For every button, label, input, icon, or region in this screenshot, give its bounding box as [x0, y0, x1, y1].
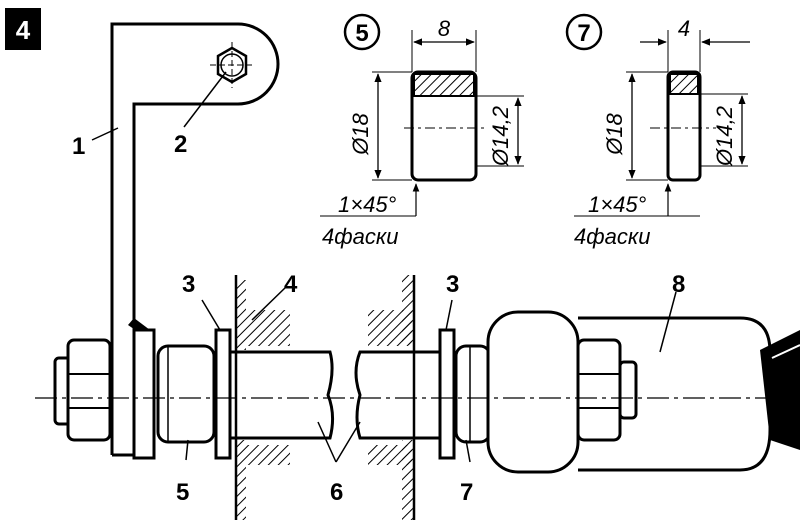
detail-7-chamfer-note: 4фаски [574, 224, 650, 249]
detail-7: 7 4 Ø18 Ø14,2 1×45° 4фаски [565, 13, 750, 249]
detail-5: 5 8 Ø18 Ø14,2 1×45° 4фаски [320, 13, 524, 249]
detail-7-outer: Ø18 [602, 112, 627, 155]
detail-5-chamfer: 1×45° [338, 192, 397, 217]
callout-1: 1 [72, 133, 85, 160]
callout-5: 5 [176, 479, 189, 506]
callout-2: 2 [174, 131, 187, 158]
callout-3-right: 3 [446, 271, 459, 298]
shaft-assembly [35, 275, 800, 520]
figure-number-badge: 4 [5, 8, 41, 50]
detail-5-outer: Ø18 [348, 112, 373, 155]
hex-bolt-head [210, 42, 254, 88]
leader-lines [91, 71, 677, 463]
detail-7-chamfer: 1×45° [588, 192, 647, 217]
callout-7: 7 [460, 479, 473, 506]
callout-3-left: 3 [182, 271, 195, 298]
detail-7-inner: Ø14,2 [712, 106, 737, 167]
callouts: 1 2 3 4 3 8 5 6 7 [72, 131, 685, 506]
detail-5-width: 8 [438, 16, 451, 41]
detail-5-chamfer-note: 4фаски [322, 224, 398, 249]
detail-5-tag: 5 [355, 20, 368, 47]
callout-6: 6 [330, 479, 343, 506]
detail-7-width: 4 [678, 16, 690, 41]
callout-4: 4 [284, 271, 298, 298]
detail-5-inner: Ø14,2 [488, 106, 513, 167]
callout-8: 8 [672, 271, 685, 298]
detail-7-tag: 7 [577, 20, 590, 47]
figure-number: 4 [16, 15, 31, 45]
